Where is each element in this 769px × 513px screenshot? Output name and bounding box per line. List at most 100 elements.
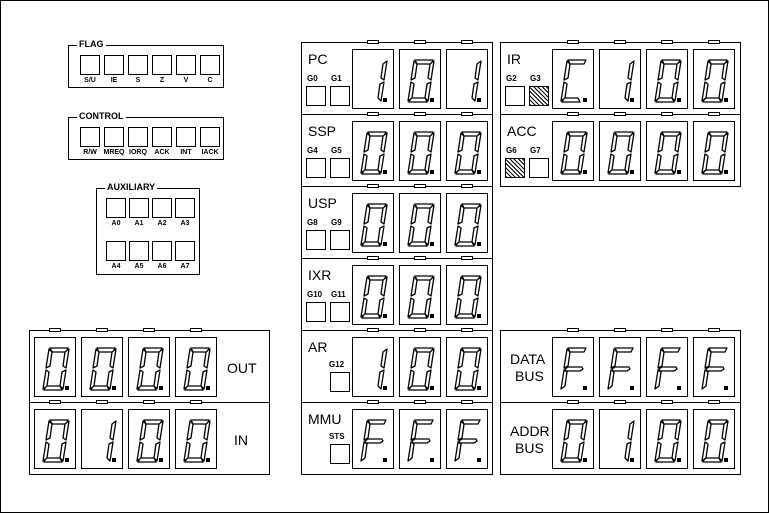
auxiliary-led-1 [129,198,149,218]
ssp-name: SSP [308,123,337,139]
ssp-led-0 [306,158,326,178]
out-digit-3 [175,337,217,397]
acc-led-label-1: G7 [530,146,541,155]
usp-digit-0 [352,193,394,253]
usp-name: USP [308,195,337,211]
pc-led-0 [306,86,326,106]
mmu-digit-0 [352,409,394,469]
out-digit-1 [81,337,123,397]
ir-led-1 [529,86,549,106]
flag-label-0: S/U [84,77,96,84]
addr-bus-digit-3 [693,409,735,469]
ixr-led-0 [306,302,326,322]
pc-digit-0-indicator [361,40,385,45]
ir-digit-0-indicator [561,40,585,45]
flag-led-4 [176,55,196,75]
ssp-digit-0-indicator [361,112,385,117]
mmu-digit-1 [399,409,441,469]
ir-led-label-0: G2 [506,74,517,83]
flag-led-3 [152,55,172,75]
auxiliary-label-3: A3 [180,220,190,227]
flag-led-2 [128,55,148,75]
flag-label-5: C [207,77,213,84]
in-digit-3-indicator [184,400,208,405]
ar-name: AR [308,339,328,355]
ar-led-label-0: G12 [329,360,345,369]
flag-label-1: IE [110,77,118,84]
ir-led-label-1: G3 [530,74,541,83]
ar-digit-2-indicator [455,328,479,333]
addr-bus-digit-1-indicator [608,400,632,405]
acc-digit-3 [693,121,735,181]
addr-bus-digit-0 [552,409,594,469]
ar-digit-0-indicator [361,328,385,333]
pc-digit-2 [446,49,488,109]
out-digit-0-indicator [43,328,67,333]
flag-label-2: S [135,77,141,84]
control-led-3 [152,127,172,147]
ir-digit-3-indicator [702,40,726,45]
auxiliary-label-5: A5 [134,263,144,270]
auxiliary-led-3 [175,198,195,218]
data-bus-digit-2-indicator [655,328,679,333]
control-led-5 [200,127,220,147]
out-label: OUT [227,360,257,376]
in-digit-0-indicator [43,400,67,405]
acc-digit-0 [552,121,594,181]
addr-bus-digit-0-indicator [561,400,585,405]
data-bus-digit-1-indicator [608,328,632,333]
pc-led-label-0: G0 [307,74,318,83]
ir-digit-2-indicator [655,40,679,45]
addr-bus-digit-2-indicator [655,400,679,405]
control-led-4 [176,127,196,147]
mmu-led-0 [330,444,350,464]
ssp-digit-2 [446,121,488,181]
ssp-digit-1-indicator [408,112,432,117]
usp-led-label-1: G9 [331,218,342,227]
acc-name: ACC [507,123,537,139]
ar-digit-1 [399,337,441,397]
in-digit-2-indicator [137,400,161,405]
auxiliary-label-7: A7 [180,263,190,270]
ar-led-0 [330,372,350,392]
mmu-digit-2-indicator [455,400,479,405]
data-bus-digit-0-indicator [561,328,585,333]
out-digit-2 [128,337,170,397]
ixr-digit-0-indicator [361,256,385,261]
out-digit-3-indicator [184,328,208,333]
mmu-led-label-0: STS [329,432,345,441]
addr-bus-digit-1 [599,409,641,469]
data-bus-label-line1: DATA [510,351,546,367]
data-bus-digit-2 [646,337,688,397]
ir-digit-1-indicator [608,40,632,45]
out-digit-1-indicator [90,328,114,333]
usp-digit-2 [446,193,488,253]
acc-led-label-0: G6 [506,146,517,155]
out-digit-2-indicator [137,328,161,333]
mmu-digit-0-indicator [361,400,385,405]
pc-name: PC [308,51,328,67]
in-digit-2 [128,409,170,469]
ssp-digit-1 [399,121,441,181]
acc-led-1 [529,158,549,178]
ixr-digit-1-indicator [408,256,432,261]
control-label-4: INT [180,149,192,156]
acc-digit-3-indicator [702,112,726,117]
auxiliary-led-2 [152,198,172,218]
acc-digit-2 [646,121,688,181]
pc-led-1 [330,86,350,106]
addr-bus-label-line2: BUS [515,440,544,456]
auxiliary-label-0: A0 [111,220,121,227]
in-register: IN [29,400,270,475]
ir-digit-1 [599,49,641,109]
ir-digit-3 [693,49,735,109]
control-label-1: MREQ [103,149,125,156]
ixr-digit-2 [446,265,488,325]
addr-bus-digit-2 [646,409,688,469]
